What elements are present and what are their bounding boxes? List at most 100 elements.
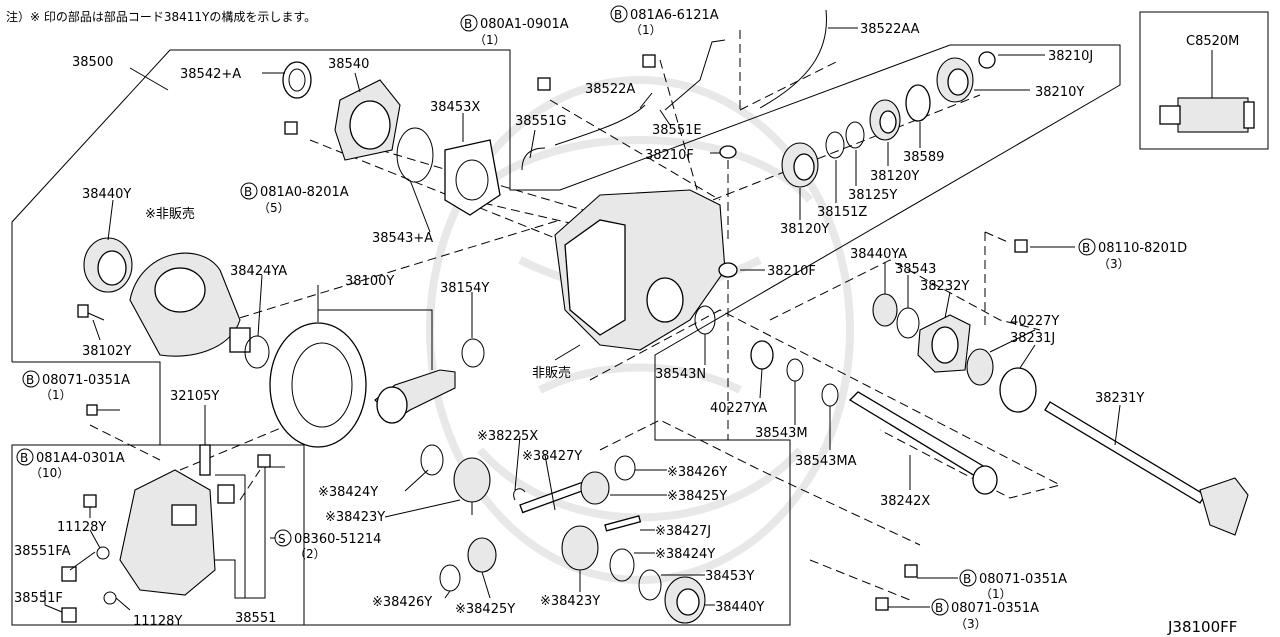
washer-38424ya-icon xyxy=(244,335,270,369)
label-38543: 38543 xyxy=(895,262,936,277)
bolt-08071-r2-code: 08071-0351A xyxy=(951,601,1039,616)
label-38551: 38551 xyxy=(235,611,276,626)
bolt-08071-r2-qty: （3） xyxy=(955,617,987,631)
label-38551g: 38551G xyxy=(515,114,566,129)
gasket-38453y-icon xyxy=(638,569,662,601)
bolt-08110-code: 08110-8201D xyxy=(1098,241,1187,256)
gear-38425y-b-icon xyxy=(467,537,497,573)
stud-32105y-icon xyxy=(199,444,211,476)
washer-38424y-r-icon xyxy=(609,548,635,582)
plug-38210f-top-icon xyxy=(719,145,737,159)
label-38154y: 38154Y xyxy=(440,281,489,296)
bolt-08071-r1-qty: （1） xyxy=(980,587,1012,601)
label-38440ya: 38440YA xyxy=(850,247,907,262)
nut-38210j-icon xyxy=(978,51,996,69)
marker-b-08071-r1: B xyxy=(963,572,971,586)
pin-38427j-icon xyxy=(604,515,642,532)
shim-38151z-icon xyxy=(825,131,845,159)
label-38589: 38589 xyxy=(903,150,944,165)
label-11128y-a: 11128Y xyxy=(57,520,106,535)
seal-40227ya-icon xyxy=(750,340,774,370)
washer-11128y-b-icon xyxy=(103,591,117,605)
fastener-labels: 080A1-0901A （1） 081A6-6121A （1） 081A0-82… xyxy=(30,8,1187,631)
label-38231y: 38231Y xyxy=(1095,391,1144,406)
bolt-08110-qty: （3） xyxy=(1098,257,1130,271)
group-frame-38500 xyxy=(11,44,1121,626)
label-38543ma: 38543MA xyxy=(795,454,857,469)
label-38232y: 38232Y xyxy=(920,279,969,294)
label-38522a: 38522A xyxy=(585,82,635,97)
bolt-080a1-qty: （1） xyxy=(474,33,506,47)
bolt-08110-icon xyxy=(1014,239,1028,253)
label-40227y: 40227Y xyxy=(1010,314,1059,329)
bearing-38231j-icon xyxy=(999,367,1037,413)
label-38440y-bot: 38440Y xyxy=(715,600,764,615)
bolt-081a6-code: 081A6-6121A xyxy=(630,8,719,23)
inset-box: C8520M xyxy=(1139,11,1269,150)
oring-38543n-icon xyxy=(694,305,716,335)
oring-38543-icon xyxy=(896,307,920,339)
label-38210j: 38210J xyxy=(1048,49,1093,64)
marker-b-08071-left: B xyxy=(26,373,34,387)
plug-38551f-icon xyxy=(61,607,77,623)
part-labels: 38500 38542+A 38540 38453X 38543+A 38440… xyxy=(14,22,1144,629)
washer-38426y-b-icon xyxy=(439,564,461,592)
label-38242x: 38242X xyxy=(880,494,930,509)
label-38120y-a: 38120Y xyxy=(870,169,919,184)
label-38500: 38500 xyxy=(72,55,113,70)
label-38210y: 38210Y xyxy=(1035,85,1084,100)
bolt-08071-r1-icon xyxy=(904,564,918,578)
label-38426y-r: ※38426Y xyxy=(667,465,727,480)
marker-s-08360: S xyxy=(278,532,286,546)
label-not-sold-marked: ※非販売 xyxy=(145,206,195,222)
bracket-38551e-icon xyxy=(664,39,726,111)
bolt-38102y-icon xyxy=(77,304,89,318)
oring-38543a-icon xyxy=(396,127,434,183)
shaft-38242x-icon xyxy=(848,391,991,483)
plug-38210f-mid-icon xyxy=(718,262,738,278)
bolt-080a1-code: 080A1-0901A xyxy=(480,17,569,32)
label-38453x: 38453X xyxy=(430,100,480,115)
bolt-s08360-code: 08360-51214 xyxy=(294,532,381,547)
label-38210f-mid: 38210F xyxy=(767,264,816,279)
marker-b-081a0: B xyxy=(244,185,252,199)
label-38542a: 38542+A xyxy=(180,67,241,82)
label-32105y: 32105Y xyxy=(170,389,219,404)
marker-b-08110: B xyxy=(1082,241,1090,255)
tube-38522a-icon xyxy=(554,104,646,146)
marker-b-081a6: B xyxy=(614,8,622,22)
leader-lines xyxy=(44,27,1121,613)
label-38425y-b: ※38425Y xyxy=(455,602,515,617)
inset-tool-icon xyxy=(1177,97,1249,133)
label-38100y: 38100Y xyxy=(345,274,394,289)
gear-38425y-r-icon xyxy=(580,471,610,505)
tube-38522aa-icon xyxy=(759,9,827,109)
inset-label: C8520M xyxy=(1186,34,1239,49)
bolt-08071-left-code: 08071-0351A xyxy=(42,373,130,388)
label-38424y-l: ※38424Y xyxy=(318,485,378,500)
seal-40227y-icon xyxy=(966,348,994,386)
label-38426y-b: ※38426Y xyxy=(372,595,432,610)
label-38102y: 38102Y xyxy=(82,344,131,359)
bolt-s08360-qty: （2） xyxy=(294,547,326,561)
label-38453y: 38453Y xyxy=(705,569,754,584)
bolt-08071-left-icon xyxy=(86,404,98,416)
label-38151z: 38151Z xyxy=(817,205,867,220)
marker-b-08071-r2: B xyxy=(935,601,943,615)
label-38543n: 38543N xyxy=(655,367,706,382)
label-38423y-b: ※38423Y xyxy=(540,594,600,609)
label-38120y-b: 38120Y xyxy=(780,222,829,237)
oring-38543m-icon xyxy=(786,358,804,382)
clip-38225x-icon xyxy=(513,488,526,501)
label-not-sold: 非販売 xyxy=(532,365,571,381)
marker-b-080a1: B xyxy=(464,17,472,31)
bolt-080a1-icon xyxy=(537,77,551,91)
washer-38426y-r-icon xyxy=(614,455,636,481)
label-38210f-top: 38210F xyxy=(645,148,694,163)
label-40227ya: 40227YA xyxy=(710,401,767,416)
label-38540: 38540 xyxy=(328,57,369,72)
bolt-08071-left-qty: （1） xyxy=(40,388,72,402)
plug-38551fa-icon xyxy=(61,566,77,582)
diagram-id: J38100FF xyxy=(1167,618,1237,636)
